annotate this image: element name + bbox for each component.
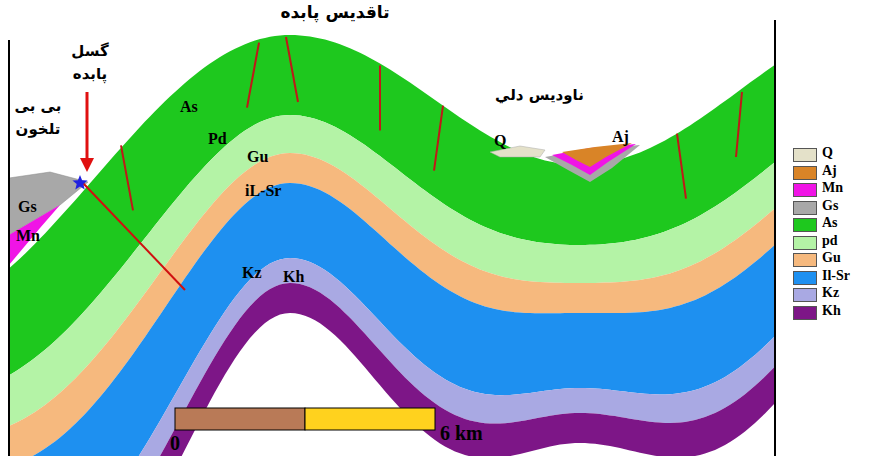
minor-fault (286, 37, 298, 102)
legend-text: Q (822, 145, 833, 161)
legend-swatch (793, 306, 817, 320)
legend-swatch (793, 166, 817, 180)
scale-bar (305, 408, 435, 430)
minor-fault (121, 145, 133, 210)
legend-swatch (793, 288, 817, 302)
legend-swatch (793, 236, 817, 250)
formation-label: Gu (247, 148, 268, 166)
frame (774, 20, 776, 456)
legend-swatch (793, 253, 817, 267)
scale-label: 0 (170, 432, 180, 455)
minor-fault (677, 134, 686, 199)
legend-text: Aj (822, 163, 837, 179)
legend-text: Mn (822, 180, 843, 196)
formation-label: Aj (612, 128, 629, 146)
stratum (9, 283, 775, 456)
location-star (72, 175, 87, 190)
minor-fault (736, 92, 742, 157)
syncline-label: ناودیس دلي (495, 86, 584, 104)
legend-swatch (793, 148, 817, 162)
gs-wedge (9, 172, 88, 235)
ground-below (9, 313, 775, 456)
aj-syncline (562, 143, 632, 167)
place-label: بی بی تلخون (8, 95, 68, 140)
minor-fault (247, 43, 259, 108)
stratum (9, 258, 775, 456)
scale-bar (175, 408, 305, 430)
formation-label: Kz (242, 264, 262, 282)
legend-text: Gs (822, 198, 838, 214)
formation-label: Pd (208, 130, 227, 148)
formation-label: iL-Sr (245, 182, 281, 200)
legend-text: Il-Sr (822, 268, 850, 284)
legend-swatch (793, 201, 817, 215)
fault-arrow (86, 92, 89, 160)
legend-text: Kz (822, 285, 839, 301)
formation-label: Q (494, 132, 506, 150)
fault-label: گسل پابده (55, 40, 125, 85)
formation-label: Kh (283, 268, 304, 286)
minor-fault (379, 66, 381, 131)
formation-label: Gs (18, 198, 37, 216)
legend-text: pd (822, 233, 838, 249)
arrow-head (80, 158, 94, 172)
legend-text: As (822, 215, 838, 231)
formation-label: As (180, 98, 198, 116)
legend-text: Kh (822, 303, 841, 319)
title: تاقدیس پابده (280, 2, 389, 22)
frame (8, 40, 10, 456)
formation-label: Mn (16, 227, 40, 245)
legend-swatch (793, 271, 817, 285)
legend-text: Gu (822, 250, 841, 266)
fault-line (82, 182, 185, 290)
mn-syncline (552, 144, 636, 175)
strata (9, 35, 775, 456)
legend-swatch (793, 183, 817, 197)
minor-fault (434, 106, 443, 171)
scale-label: 6 km (440, 422, 483, 445)
legend-swatch (793, 218, 817, 232)
